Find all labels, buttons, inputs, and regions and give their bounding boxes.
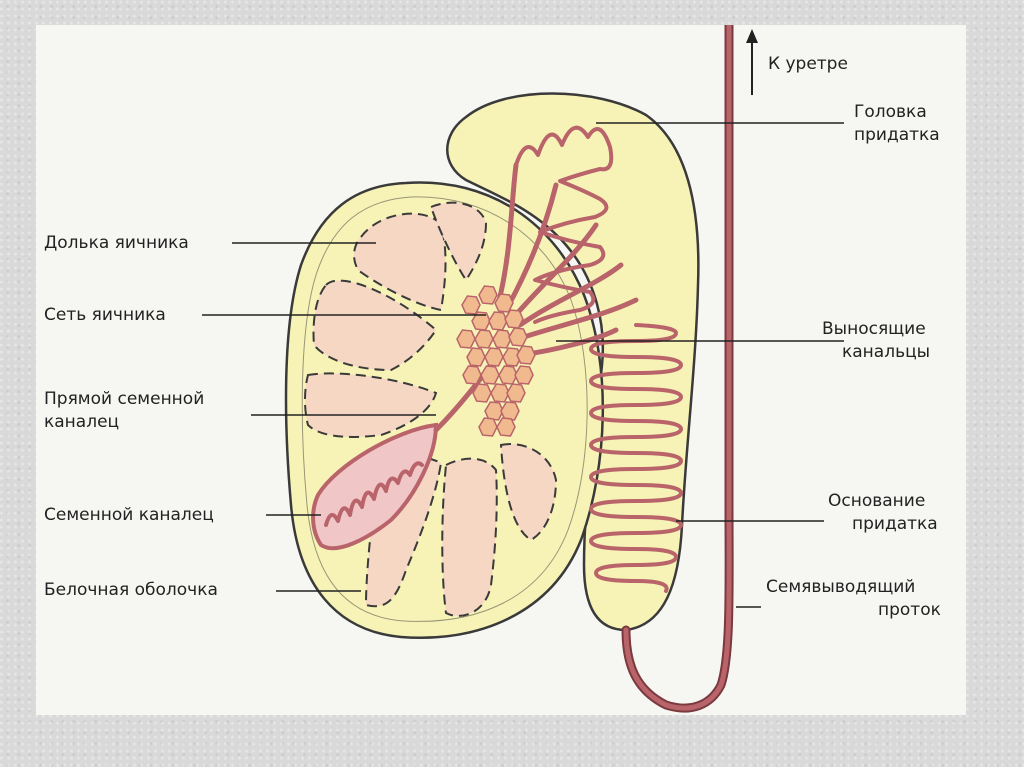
label-base-line2: придатка [852, 514, 938, 534]
label-efferent-line2: канальцы [842, 342, 931, 362]
label-rete: Сеть яичника [44, 305, 166, 325]
epididymis-body-coils [589, 323, 683, 593]
label-lobule: Долька яичника [44, 233, 189, 253]
vas-deferens-core [623, 25, 732, 711]
label-to-urethra: К уретре [768, 54, 848, 74]
label-straight-line2: каналец [44, 412, 120, 432]
leader-lines [202, 122, 844, 608]
rete-cell [514, 365, 534, 385]
label-straight-line1: Прямой семенной [44, 389, 205, 409]
label-albuginea: Белочная оболочка [44, 580, 218, 600]
rete-testis [456, 285, 536, 437]
epididymis-head-coils [514, 125, 614, 324]
rete-cell [506, 383, 526, 403]
rete-cell [504, 309, 524, 329]
label-vas-line1: Семявыводящий [766, 577, 916, 597]
label-head-line2: придатка [854, 125, 940, 145]
arrow-up-icon [746, 29, 758, 95]
rete-cell [516, 345, 536, 365]
rete-cell [478, 285, 498, 305]
label-efferent-line1: Выносящие [822, 319, 926, 339]
testis-diagram [202, 25, 844, 713]
seminiferous-lobule [311, 422, 439, 551]
rete-cell [494, 293, 514, 313]
rete-cell [508, 327, 528, 347]
label-head-line1: Головка [854, 102, 927, 122]
rete-cell [461, 295, 481, 315]
seminiferous-coils [324, 461, 424, 527]
albuginea-inner [301, 196, 588, 622]
label-vas-line2: проток [878, 600, 941, 620]
label-base-line1: Основание [828, 491, 926, 511]
diagram-panel: К уретре Головка придатка Выносящие кана… [36, 25, 966, 715]
rete-cell [496, 417, 516, 437]
label-seminiferous: Семенной каналец [44, 505, 214, 525]
efferent-ductules [433, 162, 639, 433]
